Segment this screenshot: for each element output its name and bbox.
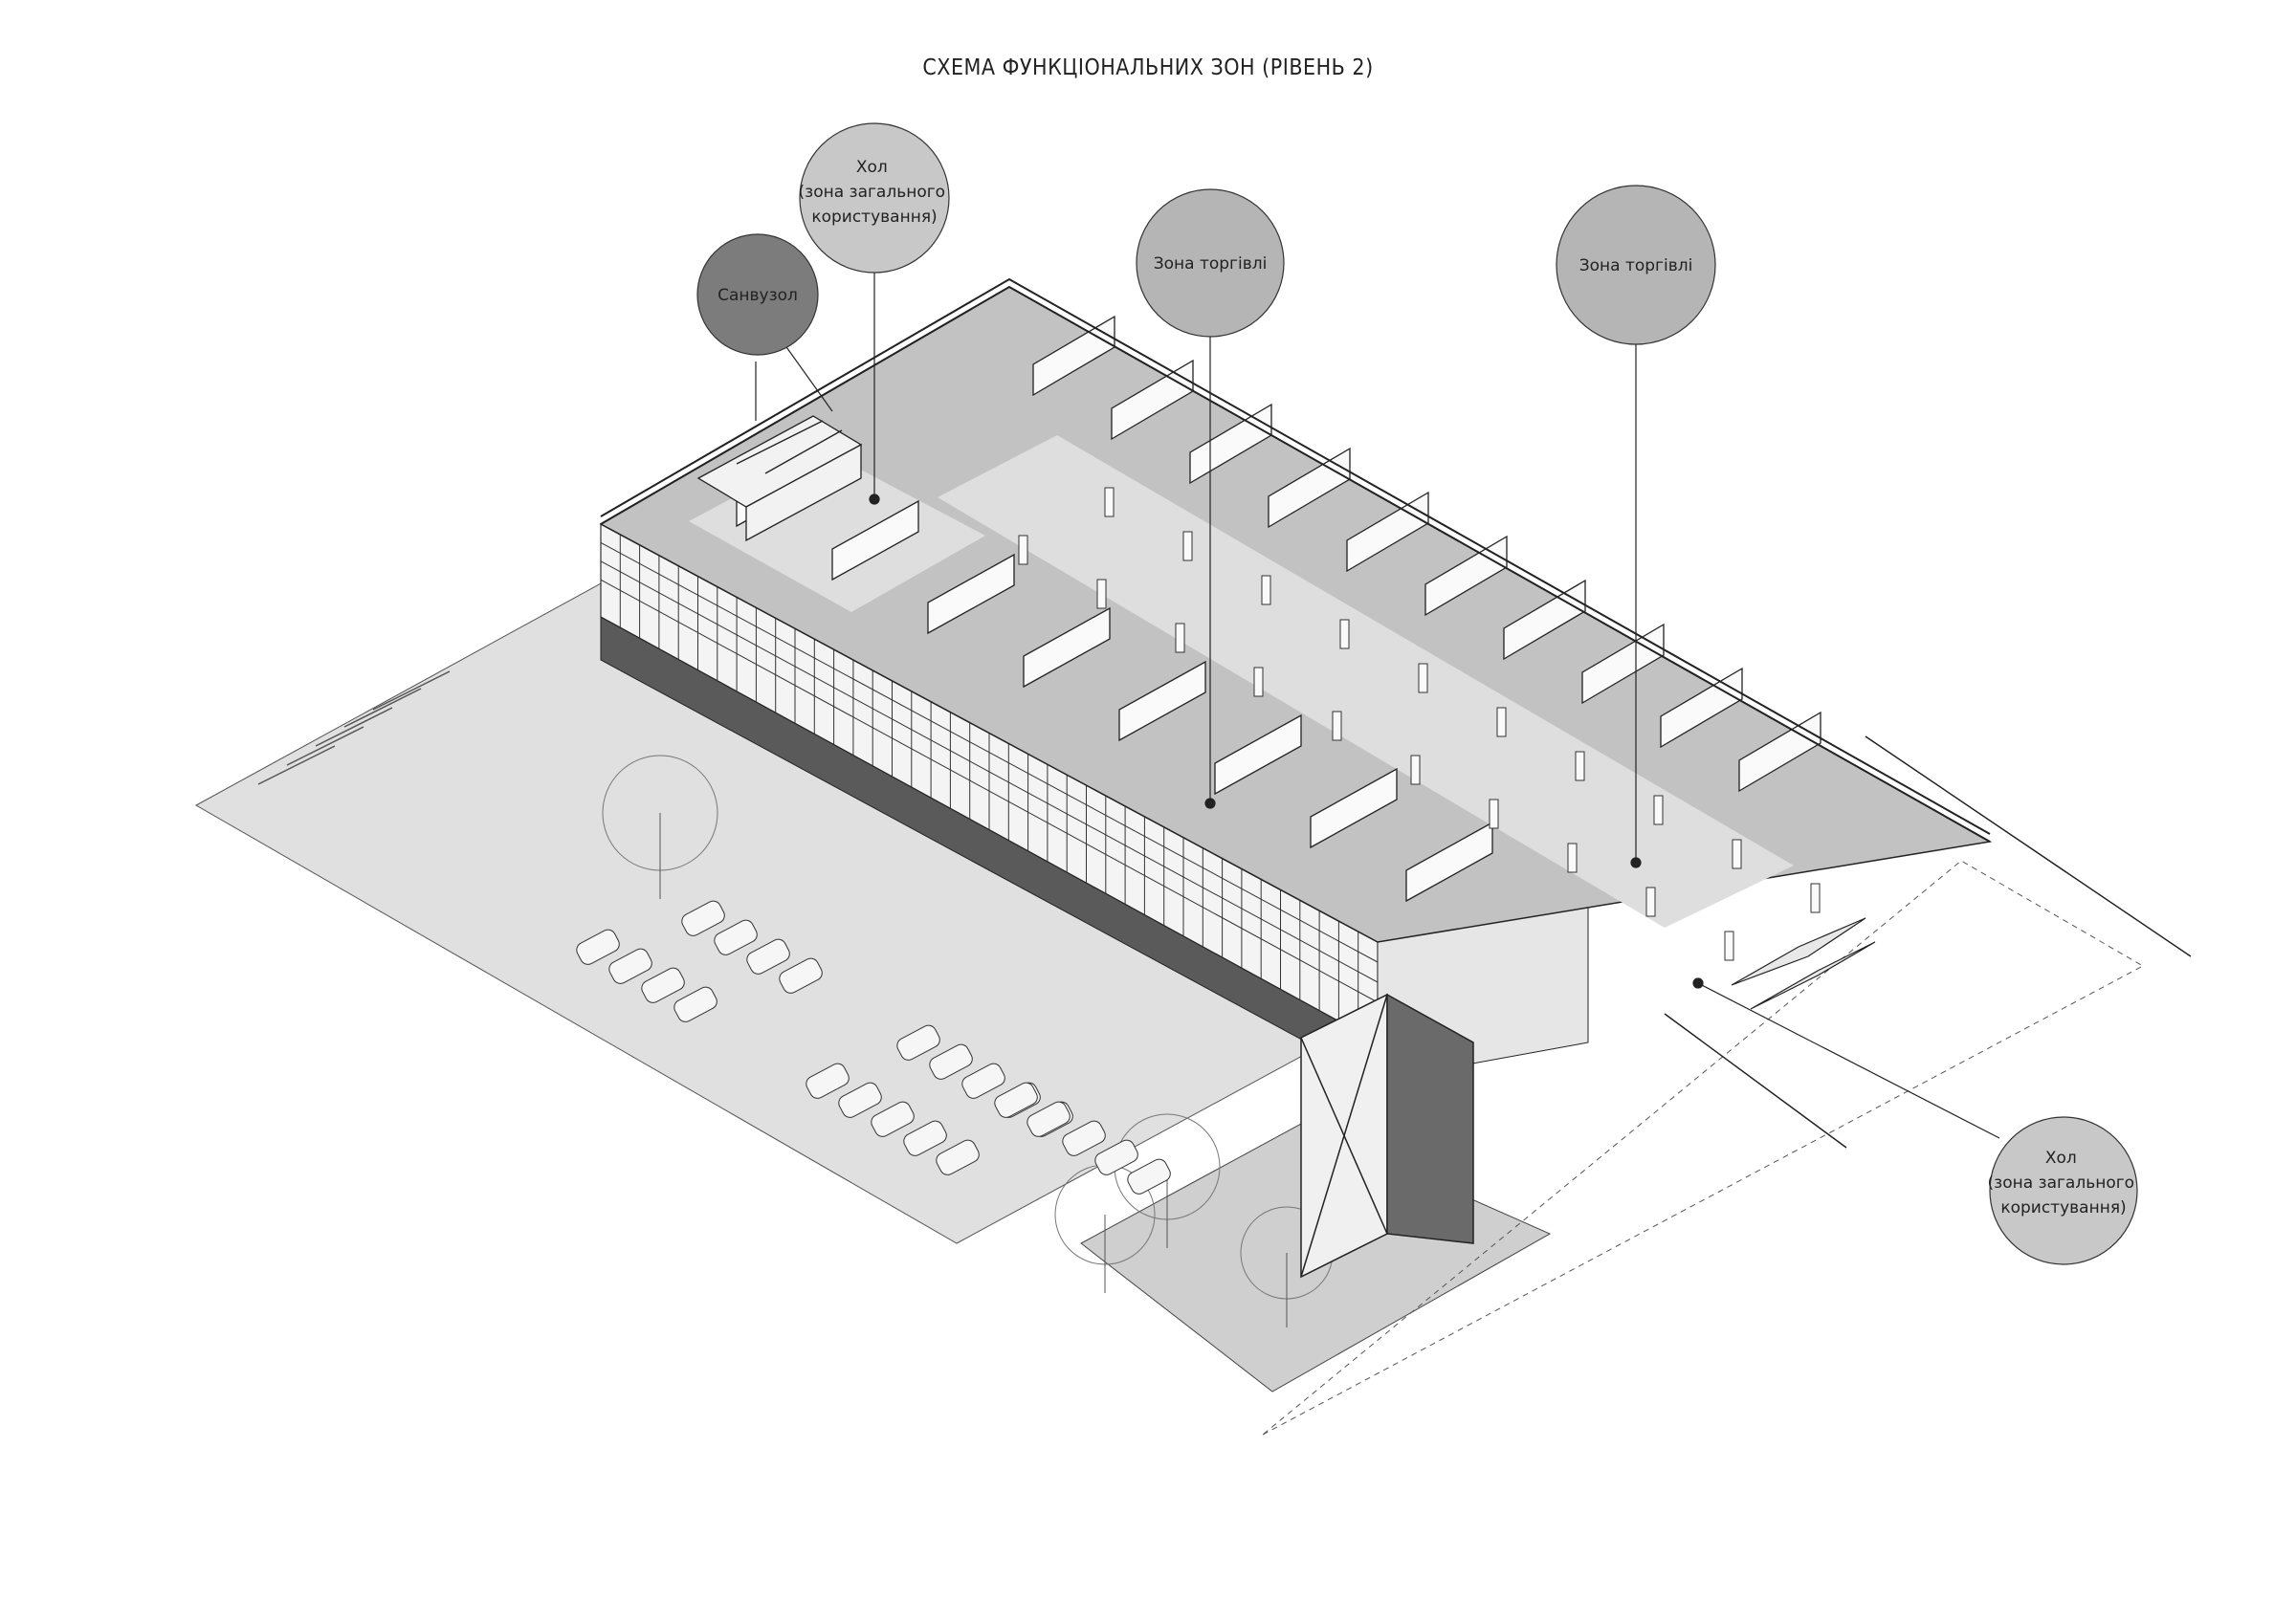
car [896,1024,940,1061]
zone-bubble-hol-bottom: Хол (зона загального користування) [1988,1116,2140,1265]
facade-band [600,541,1379,963]
column [1496,707,1507,737]
column [1104,487,1115,517]
leader-lines [755,273,2000,1139]
zone-bubble-torhivlia-1: Зона торгівлі [1136,188,1285,338]
svg-text:Зона торгівлі: Зона торгівлі [1154,254,1268,274]
svg-text:Хол (зона загального: Хол (зона загального користування) [799,158,951,227]
facade-band [600,560,1379,983]
car [1094,1139,1138,1175]
zone-label-hol-top-line3: користування) [811,208,937,227]
partition-wall [1660,667,1743,749]
column [1253,667,1264,697]
columns [1018,487,1821,961]
column [1653,795,1664,825]
perimeter-wall [600,277,1991,843]
svg-text:Санвузол: Санвузол [718,286,798,305]
partition-walls [736,315,1821,903]
column [1175,623,1185,653]
parking-stripes [257,670,451,785]
column [1645,887,1656,917]
partition-wall [1738,711,1821,793]
car [576,929,620,965]
car [641,967,685,1003]
column [1418,663,1428,693]
car [871,1101,915,1137]
car [936,1139,980,1175]
column [1339,619,1350,649]
car [779,957,823,994]
car [961,1063,1005,1099]
partition-wall [1310,767,1398,849]
zone-bubbles: Санвузол Хол (зона загального користуван… [696,122,2140,1265]
car [746,938,790,975]
corridor-light [938,435,1794,928]
column [1810,883,1821,913]
column [1575,751,1585,781]
zone-label-torhivlia-1: Зона торгівлі [1154,254,1268,274]
car [806,1063,850,1099]
column [1018,535,1028,565]
car [608,948,652,984]
svg-text:Зона торгівлі: Зона торгівлі [1579,256,1693,275]
diagram-title: СХЕМА ФУНКЦІОНАЛЬНИХ ЗОН (РІВЕНЬ 2) [922,55,1374,80]
zone-label-sanvuzol: Санвузол [718,286,798,305]
partition-wall [1581,623,1665,705]
partition-wall [831,499,919,581]
zone-label-hol-top-line1: Хол [856,158,888,177]
partition-wall [927,553,1015,635]
zone-label-torhivlia-2: Зона торгівлі [1579,256,1693,275]
partition-wall [1118,660,1206,742]
facade-mullions [600,524,1379,1042]
column [1489,799,1499,829]
car [838,1082,882,1118]
car [929,1043,973,1080]
svg-text:Хол (зона загального: Хол (зона загального користування) [1988,1149,2140,1217]
zone-bubble-sanvuzol: Санвузол [696,233,819,356]
car [1027,1101,1071,1137]
site-boundary [1262,860,2145,1436]
zone-label-hol-bottom-line3: користування) [2000,1198,2126,1217]
column [1732,839,1742,869]
stair-tower [1300,993,1474,1279]
column [1182,531,1193,561]
column [1096,579,1107,609]
car [994,1082,1038,1118]
car [1062,1120,1106,1156]
partition-wall [1214,713,1302,796]
car [681,900,725,936]
zone-label-hol-bottom-line2: (зона загального [1988,1173,2135,1193]
column [1410,755,1421,785]
car [673,986,718,1022]
column [1261,575,1271,605]
zone-bubble-torhivlia-2: Зона торгівлі [1556,185,1716,345]
zone-label-hol-bottom-line1: Хол [2045,1149,2077,1168]
column [1332,711,1342,741]
column [1567,843,1578,873]
car [903,1120,947,1156]
partition-wall [1032,315,1115,397]
column [1724,931,1734,961]
cars [576,900,1171,1195]
zone-label-hol-top-line2: (зона загального [799,183,946,202]
escalators [1731,917,1876,1010]
partition-wall [1023,606,1111,689]
sanitary-block [696,415,863,542]
zone-bubble-hol-top: Хол (зона загального користування) [799,122,951,274]
car [1127,1158,1171,1195]
car [714,919,758,955]
facade-band [600,579,1379,1003]
